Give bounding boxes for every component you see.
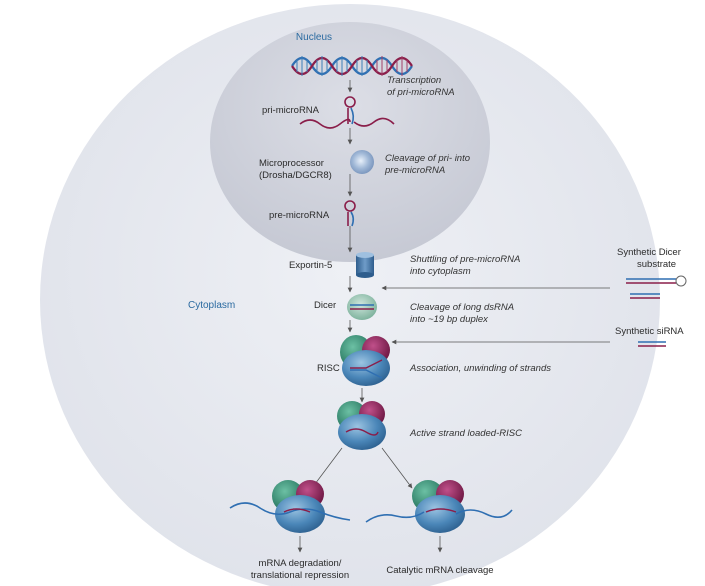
active-risc-complex bbox=[337, 401, 386, 450]
shuttling-step: Shuttling of pre-microRNA into cytoplasm bbox=[410, 254, 521, 277]
nucleus-label: Nucleus bbox=[295, 32, 333, 43]
pre-microrna-hairpin bbox=[344, 200, 356, 227]
microprocessor-complex bbox=[350, 150, 374, 174]
risc-complex bbox=[340, 335, 390, 386]
cytoplasm-region bbox=[40, 4, 660, 586]
pathway-arrows bbox=[297, 80, 610, 553]
pri-microrna-label: pri-microRNA bbox=[262, 105, 319, 116]
microprocessor-label: Microprocessor (Drosha/DGCR8) bbox=[259, 158, 332, 181]
synthetic-dicer-label: Synthetic Dicer substrate bbox=[617, 247, 681, 270]
pre-microrna-label: pre-microRNA bbox=[269, 210, 330, 221]
cleavage-pri-step: Cleavage of pri- into pre-microRNA bbox=[385, 153, 471, 176]
exportin-5-label: Exportin-5 bbox=[289, 260, 333, 271]
dicer-enzyme bbox=[347, 294, 377, 320]
cleavage-dsrna-step: Cleavage of long dsRNA into ~19 bp duple… bbox=[410, 302, 515, 325]
cleavage-outcome: Catalytic mRNA cleavage bbox=[386, 565, 494, 576]
degradation-outcome: mRNA degradation/ translational repressi… bbox=[250, 558, 350, 581]
risc-degradation bbox=[229, 480, 351, 533]
exportin-5-channel bbox=[356, 252, 374, 278]
risc-label: RISC bbox=[317, 363, 340, 374]
synthetic-sirna-glyph bbox=[638, 341, 666, 347]
active-risc-step: Active strand loaded-RISC bbox=[410, 428, 522, 439]
dna-helix bbox=[291, 56, 413, 76]
pri-microrna-hairpin bbox=[299, 96, 395, 129]
cytoplasm-label: Cytoplasm bbox=[188, 300, 236, 311]
synthetic-dicer-substrate-glyph bbox=[626, 275, 687, 299]
transcription-step: Transcription of pri-microRNA bbox=[387, 75, 455, 98]
risc-cleavage bbox=[365, 480, 513, 533]
association-step: Association, unwinding of strands bbox=[410, 363, 551, 374]
synthetic-sirna-label: Synthetic siRNA bbox=[615, 326, 684, 337]
dicer-label: Dicer bbox=[314, 300, 337, 311]
